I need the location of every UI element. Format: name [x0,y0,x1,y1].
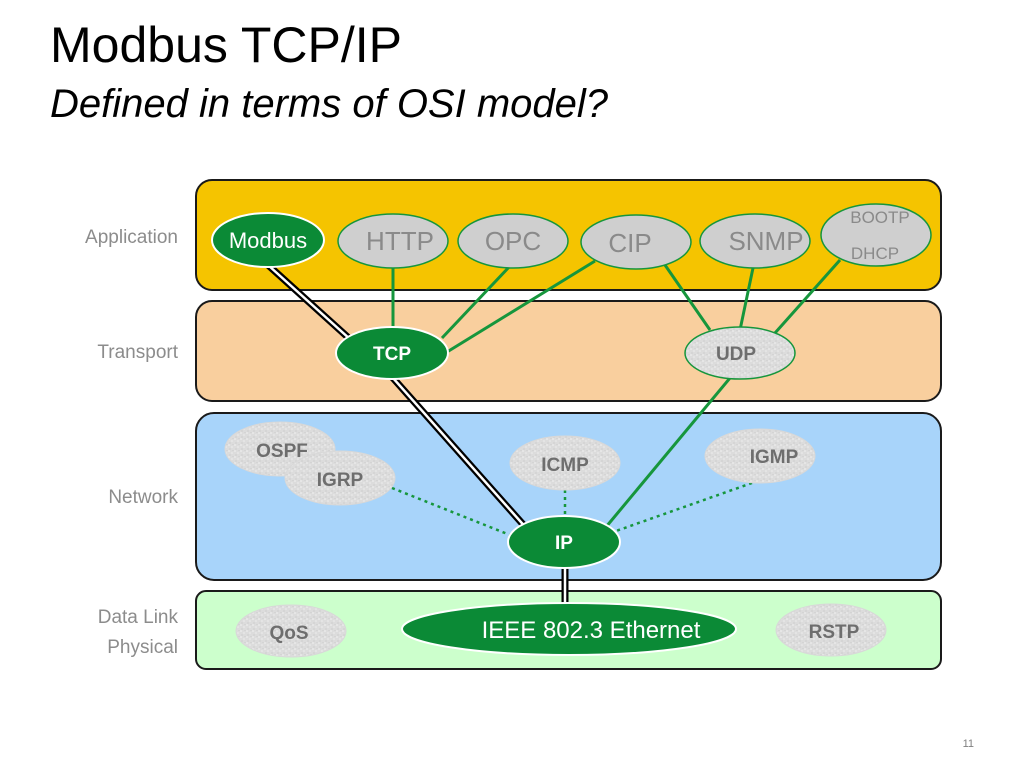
node-tcp: TCP [335,326,449,380]
node-opc-label: OPC [485,226,541,256]
node-cip-label: CIP [608,228,651,258]
node-udp-label: UDP [716,344,756,365]
transport-band [195,300,942,402]
node-ethernet: IEEE 802.3 Ethernet [401,602,737,656]
link-opc-tcp [440,264,512,340]
node-rstp-label: RSTP [809,622,860,643]
node-http: HTTP [337,213,449,269]
node-icmp: ICMP [509,435,621,491]
node-dhcp-label: DHCP [851,244,899,263]
node-http-label: HTTP [366,226,434,256]
node-igrp: IGRP [284,450,396,506]
node-ethernet-label: IEEE 802.3 Ethernet [482,617,701,644]
node-cip: CIP [580,214,692,270]
node-igrp-label: IGRP [317,470,364,491]
node-qos: QoS [235,604,347,658]
node-ip: IP [507,515,621,569]
link-snmp-udp [738,267,755,331]
dotted-links [391,481,753,537]
node-snmp-label: SNMP [728,226,803,256]
node-rstp: RSTP [775,603,887,657]
layer-label-datalink: Data Link [97,607,178,628]
layer-label-transport: Transport [97,342,178,363]
node-modbus-label: Modbus [229,228,307,253]
link-cip-udp [663,264,712,331]
node-igmp: IGMP [704,428,816,484]
node-modbus: Modbus [211,212,325,268]
link-igmp-ip [615,481,753,533]
node-tcp-label: TCP [373,344,411,365]
protocol-links [391,259,842,528]
page-title: Modbus TCP/IP [50,17,403,73]
node-ip-label: IP [555,533,573,554]
link-udp-ip [604,377,732,528]
node-bootp-label: BOOTP [850,208,910,227]
link-igrp-ip [391,486,511,537]
node-opc: OPC [457,213,569,269]
slide-number: 11 [962,738,974,750]
layer-label-network: Network [108,487,178,508]
link-bootp-udp [773,259,842,334]
node-ospf-label: OSPF [256,441,308,462]
node-bootp-dhcp: BOOTP DHCP [820,203,932,267]
page-subtitle: Defined in terms of OSI model? [50,82,609,126]
node-qos-label: QoS [269,623,308,644]
layer-label-application: Application [85,227,178,248]
node-igmp-label: IGMP [750,447,799,468]
layer-label-physical: Physical [107,637,178,658]
link-cip-tcp [446,259,596,354]
node-udp: UDP [684,326,796,380]
node-snmp: SNMP [699,213,811,269]
node-icmp-label: ICMP [541,455,589,476]
